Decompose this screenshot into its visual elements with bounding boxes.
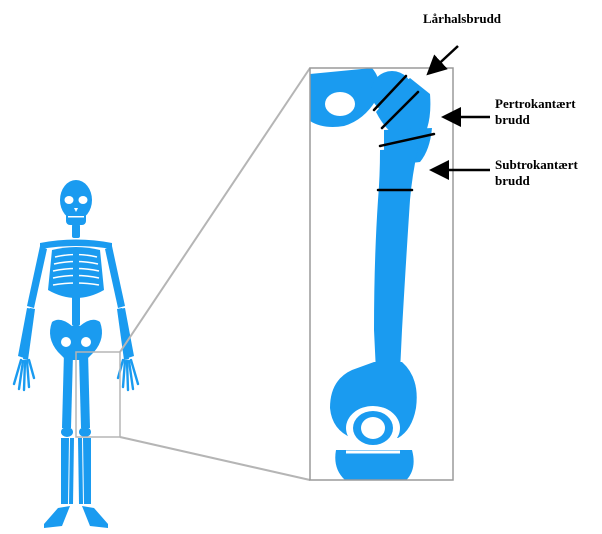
left-arm bbox=[14, 246, 47, 390]
pertrochanteric-fracture-label: Pertrokantært brudd bbox=[495, 96, 576, 128]
right-arm bbox=[105, 246, 138, 390]
rib-cage bbox=[48, 247, 104, 298]
neck-vertebrae bbox=[72, 224, 80, 238]
zoom-connector-lines bbox=[120, 68, 310, 480]
subtrochanteric-label-line-1: Subtrokantært bbox=[495, 157, 578, 173]
femoral-neck-fracture-label-text: Lårhalsbrudd bbox=[423, 11, 501, 27]
right-leg bbox=[78, 352, 108, 528]
pertrochanteric-label-line-2: brudd bbox=[495, 112, 576, 128]
tibia bbox=[335, 450, 413, 484]
subtrochanteric-label-line-2: brudd bbox=[495, 173, 578, 189]
zoom-panel bbox=[300, 68, 453, 484]
spine bbox=[72, 296, 80, 326]
subtrochanteric-fracture-label: Subtrokantært brudd bbox=[495, 157, 578, 189]
left-leg bbox=[44, 352, 74, 528]
skull bbox=[60, 180, 92, 225]
pertrochanteric-label-line-1: Pertrokantært bbox=[495, 96, 576, 112]
femoral-neck-fracture-label: Lårhalsbrudd bbox=[423, 11, 501, 27]
